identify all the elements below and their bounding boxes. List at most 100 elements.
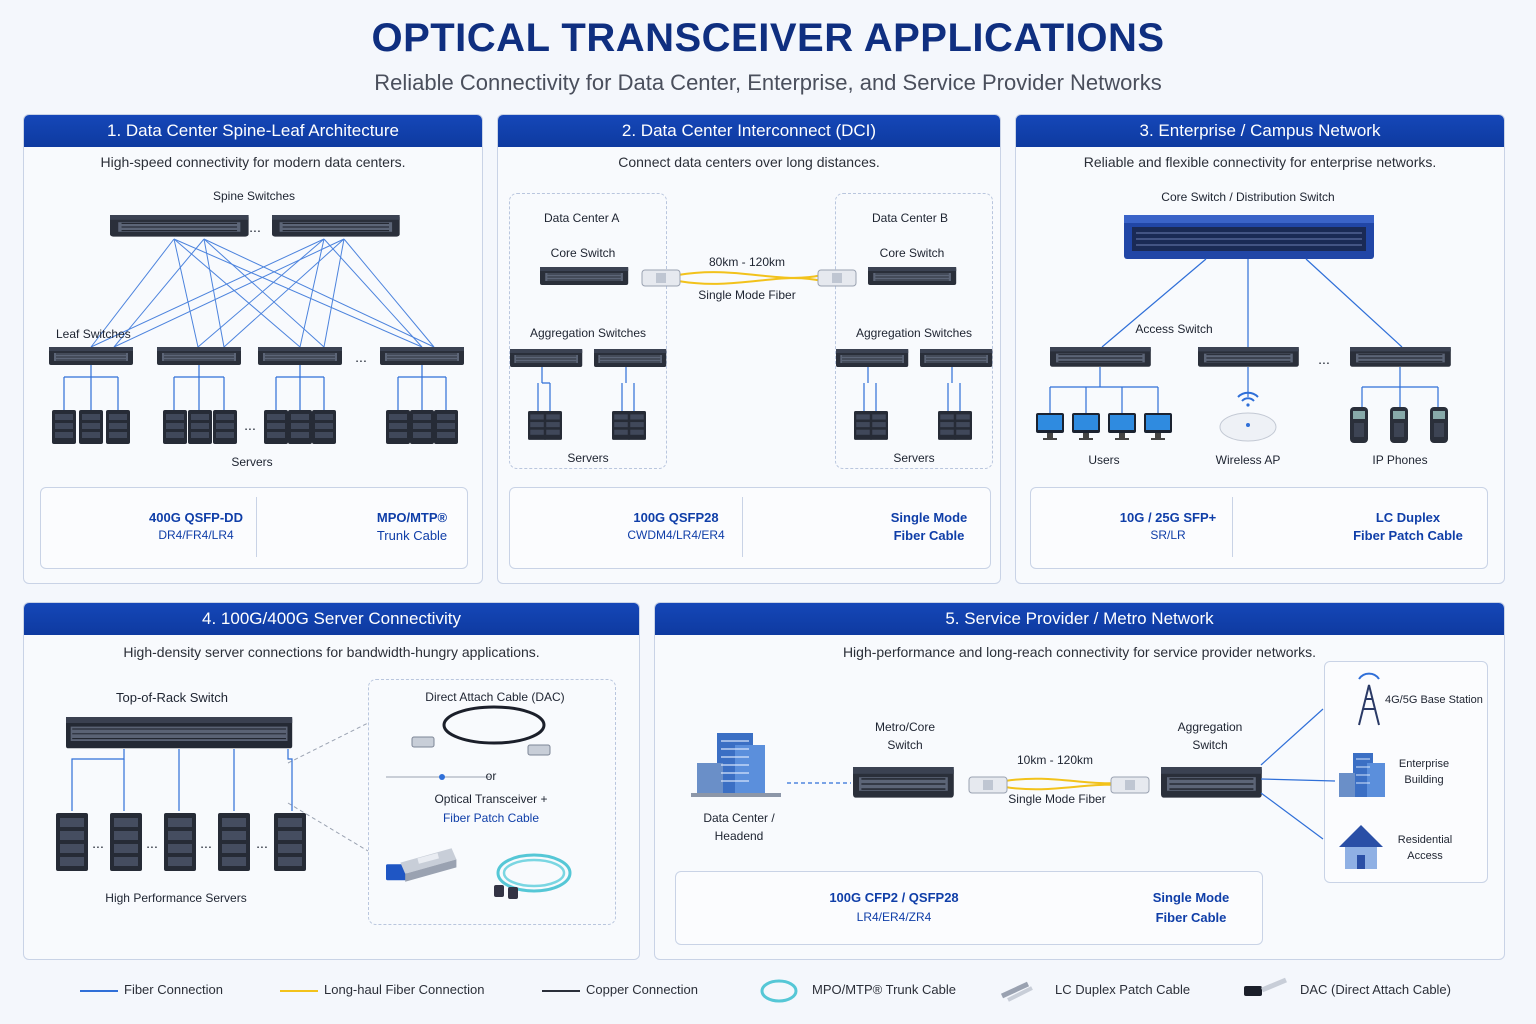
product-title: Single Mode xyxy=(1152,890,1230,905)
spine-ellipsis: ... xyxy=(249,219,261,235)
core-distribution-switch xyxy=(1124,215,1374,259)
data-center-label: Data Center / xyxy=(703,811,775,825)
server-ellipsis: ... xyxy=(200,835,212,851)
panel-title: 5. Service Provider / Metro Network xyxy=(655,603,1504,635)
server-ellipsis: ... xyxy=(92,835,104,851)
aggregation-switch-label: Switch xyxy=(1192,738,1228,752)
distance-label: 10km - 120km xyxy=(1016,753,1094,767)
dac-cable-icon xyxy=(411,705,551,756)
panel-description: High-speed connectivity for modern data … xyxy=(100,154,406,170)
product-subtitle: SR/LR xyxy=(1150,528,1186,542)
panel-server-connectivity: 4. 100G/400G Server Connectivity High-de… xyxy=(23,602,640,960)
enterprise-label: Enterprise xyxy=(1398,758,1450,770)
dci-diagram xyxy=(509,266,993,555)
metro-network-diagram xyxy=(691,672,1385,935)
product-title: Single Mode xyxy=(890,510,968,525)
panel-enterprise: 3. Enterprise / Campus Network Reliable … xyxy=(1015,114,1505,584)
page-subtitle: Reliable Connectivity for Data Center, E… xyxy=(374,70,1162,95)
panel-dci: 2. Data Center Interconnect (DCI) Connec… xyxy=(497,114,1001,584)
product-title: 100G CFP2 / QSFP28 xyxy=(829,890,959,905)
servers-label: High Performance Servers xyxy=(105,891,247,905)
wireless-ap-icon xyxy=(1219,391,1277,442)
product-box xyxy=(40,487,468,569)
leaf-ellipsis: ... xyxy=(355,349,367,365)
fiber-patch-cable-label: Fiber Patch Cable xyxy=(442,811,540,825)
dac-legend-icon xyxy=(1244,977,1287,996)
legend-dac: DAC (Direct Attach Cable) xyxy=(1300,982,1451,997)
servers-b-label: Servers xyxy=(893,451,935,465)
cable-options-box xyxy=(368,679,616,925)
panel-spine-leaf: 1. Data Center Spine-Leaf Architecture H… xyxy=(23,114,483,584)
access-switch-label: Access Switch xyxy=(1135,322,1213,336)
aggregation-a-label: Aggregation Switches xyxy=(529,326,647,340)
legend-fiber-connection: Fiber Connection xyxy=(124,982,223,997)
panel-description: High-performance and long-reach connecti… xyxy=(842,644,1317,660)
legend-mpo-cable: MPO/MTP® Trunk Cable xyxy=(812,982,956,997)
servers-a-label: Servers xyxy=(567,451,609,465)
product-subtitle: Fiber Cable xyxy=(893,528,965,543)
or-label: or xyxy=(485,769,497,783)
product-box xyxy=(509,487,991,569)
aggregation-b-label: Aggregation Switches xyxy=(855,326,973,340)
metro-switch-label: Switch xyxy=(887,738,923,752)
data-center-building-icon xyxy=(691,733,781,797)
dac-label: Direct Attach Cable (DAC) xyxy=(425,690,565,704)
product-title: 400G QSFP-DD xyxy=(149,510,243,525)
spine-leaf-diagram xyxy=(48,214,465,555)
server-ellipsis: ... xyxy=(256,835,268,851)
product-subtitle: Fiber Cable xyxy=(1155,910,1227,925)
panel-title: 3. Enterprise / Campus Network xyxy=(1016,115,1504,147)
base-station-icon xyxy=(1358,672,1380,726)
product-title: MPO/MTP® xyxy=(376,510,448,525)
access-ellipsis: ... xyxy=(1318,351,1330,367)
panel-service-provider: 5. Service Provider / Metro Network High… xyxy=(654,602,1505,960)
legend-longhaul-connection: Long-haul Fiber Connection xyxy=(324,982,485,997)
panel-description: Reliable and flexible connectivity for e… xyxy=(1083,154,1437,170)
legend-copper-connection: Copper Connection xyxy=(586,982,699,997)
optical-transceiver-label: Optical Transceiver + xyxy=(434,792,548,806)
product-subtitle: LR4/ER4/ZR4 xyxy=(856,910,932,924)
headend-label: Headend xyxy=(714,829,764,843)
fiber-type-label: Single Mode Fiber xyxy=(1008,792,1106,806)
aggregation-label: Aggregation xyxy=(1177,720,1243,734)
core-switch-label: Core Switch / Distribution Switch xyxy=(1161,190,1335,204)
product-box xyxy=(675,871,1263,945)
enterprise-building-icon xyxy=(1339,753,1385,797)
spine-switches-label: Spine Switches xyxy=(212,189,296,203)
residential-access-label: Access xyxy=(1407,850,1443,862)
tor-switch-label: Top-of-Rack Switch xyxy=(116,690,228,705)
base-station-label: 4G/5G Base Station xyxy=(1385,694,1483,706)
enterprise-diagram xyxy=(1036,215,1452,557)
panel-description: High-density server connections for band… xyxy=(123,644,540,660)
panel-title: 1. Data Center Spine-Leaf Architecture xyxy=(24,115,482,147)
leaf-switches-label: Leaf Switches xyxy=(56,327,131,341)
enterprise-building-label: Building xyxy=(1404,774,1444,786)
wireless-ap-label: Wireless AP xyxy=(1215,453,1281,467)
fiber-type-label: Single Mode Fiber xyxy=(698,288,796,302)
ip-phones-label: IP Phones xyxy=(1372,453,1428,467)
panel-title: 4. 100G/400G Server Connectivity xyxy=(24,603,639,635)
server-ellipsis: ... xyxy=(244,417,256,433)
data-center-b-box xyxy=(835,193,993,469)
product-title: LC Duplex xyxy=(1375,510,1441,525)
fiber-mesh xyxy=(90,238,435,348)
product-title: 10G / 25G SFP+ xyxy=(1119,510,1217,525)
product-subtitle: Trunk Cable xyxy=(376,528,448,543)
data-center-b-label: Data Center B xyxy=(872,211,949,225)
lc-duplex-legend-icon xyxy=(1000,981,1033,1002)
users-label: Users xyxy=(1088,453,1120,467)
core-switch-b-label: Core Switch xyxy=(879,246,945,260)
product-subtitle: Fiber Patch Cable xyxy=(1353,528,1463,543)
mpo-cable-legend-icon xyxy=(760,979,798,1003)
core-switch-a-label: Core Switch xyxy=(550,246,616,260)
server-connectivity-diagram xyxy=(56,705,572,901)
product-subtitle: DR4/FR4/LR4 xyxy=(158,528,234,542)
data-center-a-label: Data Center A xyxy=(544,211,620,225)
panel-description: Connect data centers over long distances… xyxy=(618,154,880,170)
distance-label: 80km - 120km xyxy=(708,255,786,269)
page-title: OPTICAL TRANSCEIVER APPLICATIONS xyxy=(371,16,1165,60)
panel-title: 2. Data Center Interconnect (DCI) xyxy=(498,115,1000,147)
metro-core-label: Metro/Core xyxy=(874,720,936,734)
server-ellipsis: ... xyxy=(146,835,158,851)
